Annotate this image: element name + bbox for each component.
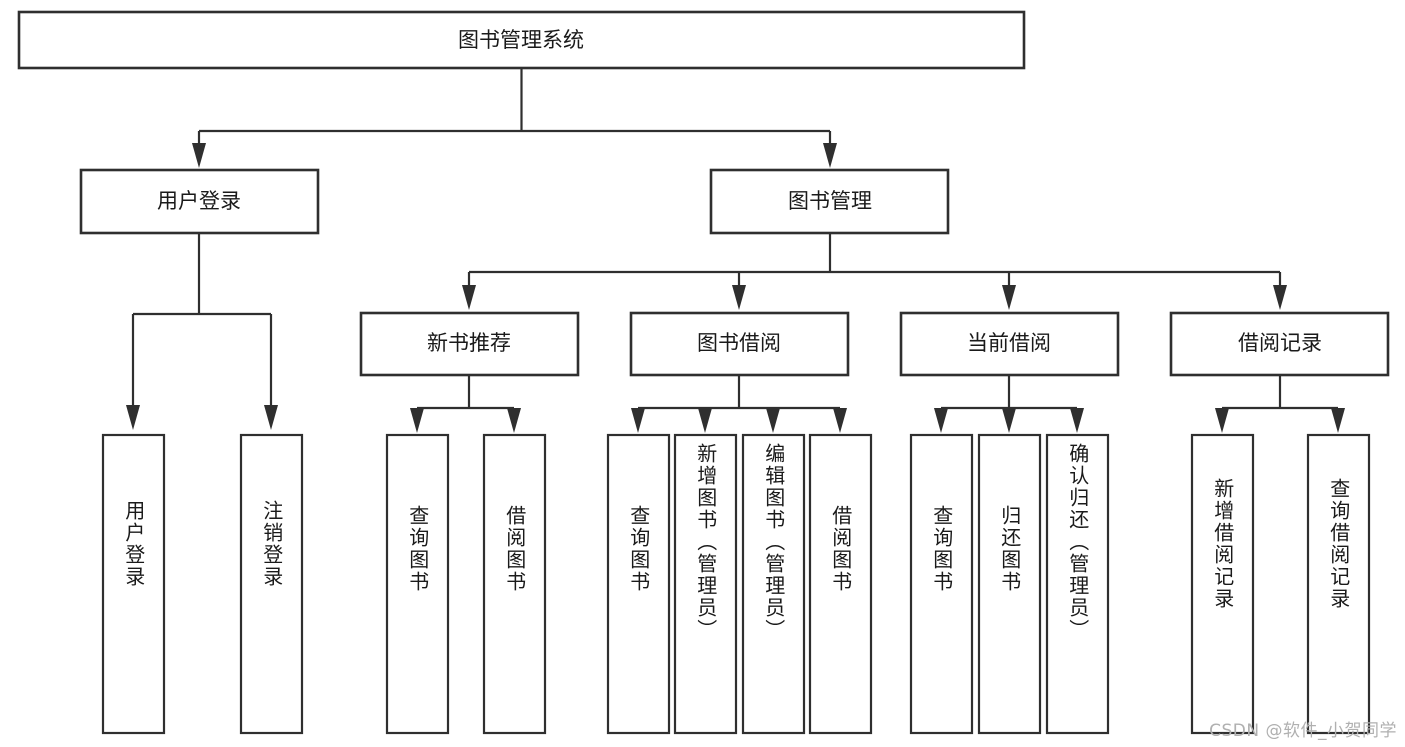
leaf-user-logout-box[interactable] [239,433,304,735]
leaf-return-book-box[interactable] [977,433,1042,735]
current-borrow-box[interactable] [899,311,1120,377]
arrow-to-leaf-user-logout [264,405,278,430]
book-management-box[interactable] [709,168,950,235]
csdn-watermark: CSDN @软件_小贺同学 [1209,721,1397,741]
node-borrow-record[interactable]: 借阅记录 [1169,311,1390,377]
node-user-login[interactable]: 用户登录 [79,168,320,235]
borrow-record-box[interactable] [1169,311,1390,377]
node-new-book-recommend[interactable]: 新书推荐 [359,311,580,377]
arrow-to-leaf-add-borrow-record [1215,408,1229,433]
borrow-record-label: 借阅记录 [1238,331,1322,355]
arrow-to-book-borrow [732,285,746,310]
new-book-recommend-box[interactable] [359,311,580,377]
connector-layer [126,68,1345,433]
book-borrow-box[interactable] [629,311,850,377]
leaf-query-book-1-box[interactable] [385,433,450,735]
node-root[interactable]: 图书管理系统 [17,10,1026,70]
node-book-management[interactable]: 图书管理 [709,168,950,235]
leaf-query-book-3-box[interactable] [909,433,974,735]
book-management-label: 图书管理 [788,189,872,213]
leaf-confirm-return-box[interactable] [1045,433,1110,735]
user-login-label: 用户登录 [157,189,241,213]
arrow-to-new-book-recommend [462,285,476,310]
arrow-to-borrow-record [1273,285,1287,310]
arrow-to-current-borrow [1002,285,1016,310]
arrow-to-leaf-borrow-book-1 [507,408,521,433]
arrow-root-to-user-login [192,143,206,168]
leaf-query-book-2-box[interactable] [606,433,671,735]
leaf-borrow-book-1-box[interactable] [482,433,547,735]
arrow-to-leaf-query-book-3 [934,408,948,433]
arrow-to-leaf-confirm-return [1070,408,1084,433]
arrow-to-leaf-edit-book [766,408,780,433]
arrow-to-leaf-add-book [698,408,712,433]
arrow-to-leaf-borrow-book-2 [833,408,847,433]
arrow-to-leaf-query-book-1 [410,408,424,433]
arrow-root-to-book-management [823,143,837,168]
current-borrow-label: 当前借阅 [967,331,1051,355]
leaf-add-borrow-record-box[interactable] [1190,433,1255,735]
arrow-to-leaf-return-book [1002,408,1016,433]
leaf-borrow-book-2-box[interactable] [808,433,873,735]
leaf-edit-book-box[interactable] [741,433,806,735]
leaf-add-book-box[interactable] [673,433,738,735]
leaf-query-borrow-record-box[interactable] [1306,433,1371,735]
arrow-to-leaf-query-book-2 [631,408,645,433]
root-box[interactable] [17,10,1026,70]
node-book-borrow[interactable]: 图书借阅 [629,311,850,377]
arrow-to-leaf-query-borrow-record [1331,408,1345,433]
book-borrow-label: 图书借阅 [697,331,781,355]
leaf-boxes-layer [101,433,1371,735]
node-current-borrow[interactable]: 当前借阅 [899,311,1120,377]
user-login-box[interactable] [79,168,320,235]
new-book-recommend-label: 新书推荐 [427,331,511,355]
leaf-user-login-box[interactable] [101,433,166,735]
root-label: 图书管理系统 [458,28,584,52]
arrow-to-leaf-user-login [126,405,140,430]
